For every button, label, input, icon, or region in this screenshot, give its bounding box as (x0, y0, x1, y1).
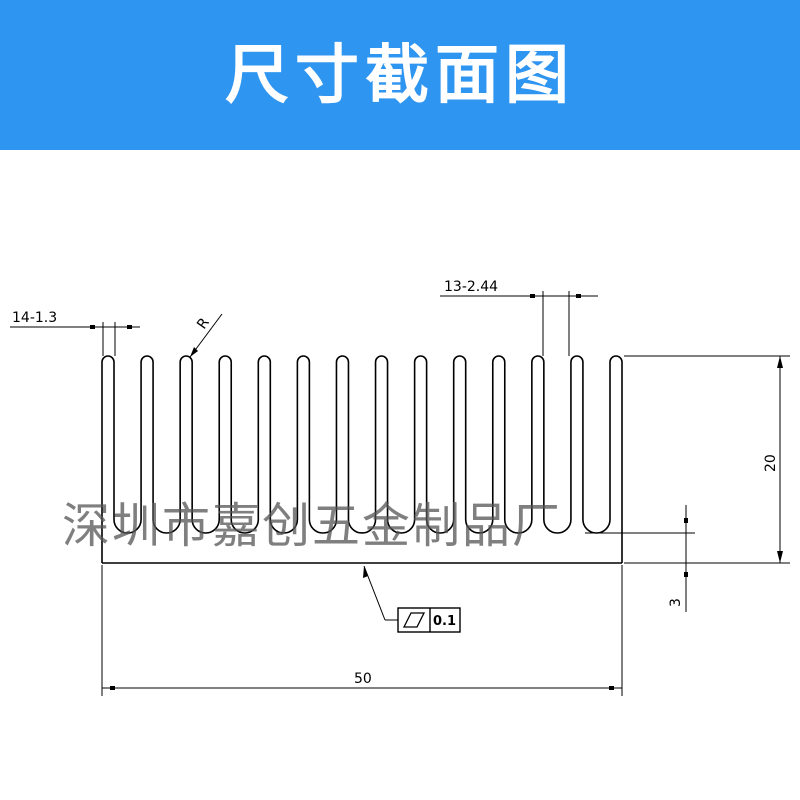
flatness-tolerance-value: 0.1 (433, 614, 456, 629)
company-watermark: 深圳市嘉创五金制品厂 (62, 498, 563, 554)
fin-thickness-label: 14-1.3 (12, 310, 57, 326)
parallelogram-flatness-icon (402, 612, 426, 628)
height-label: 20 (763, 454, 779, 472)
height-dimension (624, 355, 790, 564)
fin-gap-label: 13-2.44 (444, 279, 498, 295)
fin-gap-dimension (440, 291, 598, 356)
heatsink-profile-outline (101, 355, 623, 563)
flatness-tolerance-callout (363, 565, 461, 633)
base-thickness-dimension (585, 505, 695, 612)
title-banner-background (0, 0, 800, 150)
fin-radius-leader (189, 313, 223, 358)
base-thickness-label: 3 (668, 598, 684, 607)
page-title: 尺寸截面图 (225, 39, 575, 113)
width-label: 50 (354, 671, 372, 687)
title-banner (0, 0, 800, 150)
fin-thickness-dimension (10, 322, 140, 356)
width-dimension (101, 565, 623, 696)
